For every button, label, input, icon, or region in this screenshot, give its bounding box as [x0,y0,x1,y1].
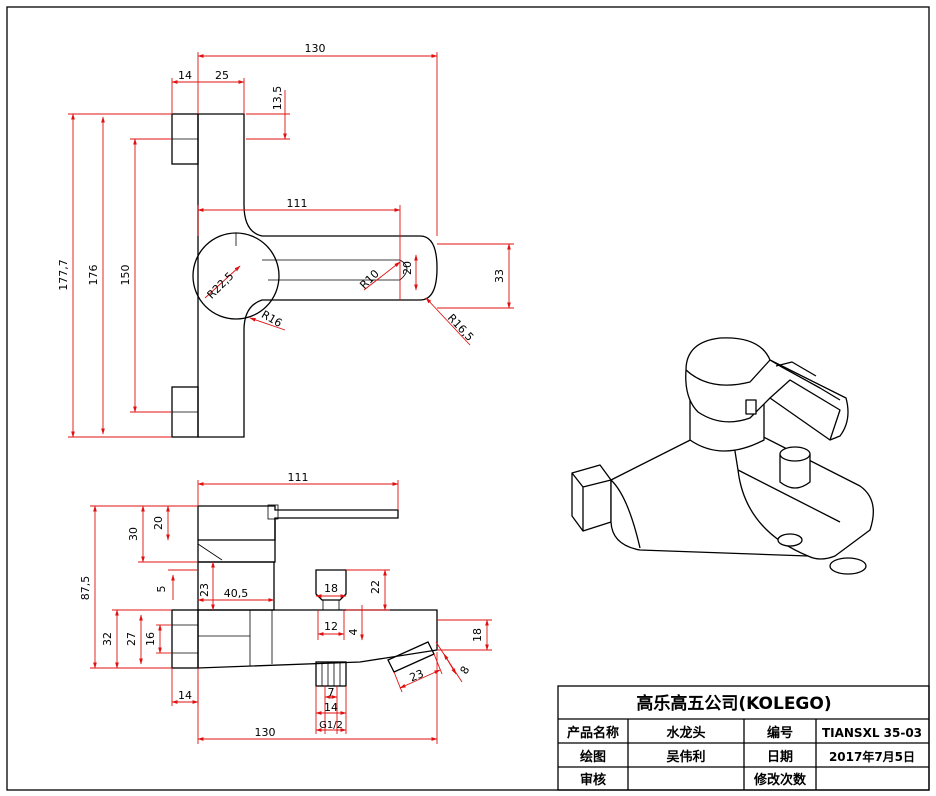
dim-top-25: 25 [215,69,229,82]
dim-top-176: 176 [87,265,100,286]
number-value: TIANSXL 35-03 [822,726,922,740]
dim-side-14-foot: 14 [178,689,192,702]
drawn-label: 绘图 [580,749,606,765]
dim-side-87-5: 87,5 [79,576,92,601]
dim-side-16: 16 [144,632,157,646]
number-label: 编号 [767,725,793,741]
top-view [171,113,438,438]
top-body-outline [197,113,438,438]
dim-side-12: 12 [324,620,338,633]
dim-side-18-right: 18 [471,628,484,642]
dim-side-32: 32 [101,632,114,646]
side-view [171,504,438,687]
product-label: 产品名称 [567,725,619,741]
dim-side-30: 30 [127,527,140,541]
dim-side-20: 20 [152,516,165,530]
dim-side-8: 8 [458,664,473,677]
dim-top-111: 111 [287,197,308,210]
dim-top-13-5: 13,5 [271,86,284,111]
top-view-dimensions: 130 14 25 13,5 111 177,7 176 150 R22,5 [57,42,514,438]
dim-top-150: 150 [119,265,132,286]
dim-tip-33: 33 [493,269,506,283]
dim-r10: R10 [357,267,381,291]
dim-r22-5: R22,5 [205,270,237,302]
dim-side-22: 22 [369,580,382,594]
dim-r16: R16 [259,308,284,330]
side-handle [197,505,399,541]
iso-outlet [829,557,867,575]
drawn-value: 吴伟利 [666,749,705,765]
side-nut [171,609,199,669]
dim-top-14: 14 [178,69,192,82]
spout-slot [262,259,408,281]
dim-side-14-pipe: 14 [324,701,338,714]
isometric-view [571,337,874,575]
iso-button [779,453,811,489]
dim-side-23: 23 [198,583,211,597]
dim-top-177-7: 177,7 [57,259,70,291]
dim-side-27: 27 [125,632,138,646]
dim-side-5: 5 [155,586,168,593]
date-label: 日期 [767,750,793,765]
iso-nut [571,464,612,532]
date-value: 2017年7月5日 [829,749,915,764]
dim-side-23-outlet: 23 [408,667,426,684]
dim-side-g12: G1/2 [319,720,343,731]
dim-side-7: 7 [328,686,335,699]
dim-r16-5: R16,5 [445,311,476,343]
side-outlet [387,641,435,673]
dim-side-18-button: 18 [324,582,338,595]
side-pipe [315,661,347,687]
side-view-dimensions: 111 87,5 30 20 5 23 40,5 18 22 [79,471,492,744]
side-body [197,609,438,669]
revision-label: 修改次数 [753,772,807,788]
dim-side-4: 4 [347,629,360,636]
dim-side-40-5: 40,5 [224,587,249,600]
dim-spout-20: 20 [401,261,414,275]
product-value: 水龙头 [666,725,705,741]
dim-side-130: 130 [255,726,276,739]
sheet-border [6,6,930,791]
dim-side-111: 111 [288,471,309,484]
review-label: 审核 [580,772,606,788]
company-name: 高乐高五公司(KOLEGO) [636,693,831,714]
iso-handle [685,337,849,441]
dim-top-130: 130 [305,42,326,55]
title-block: 高乐高五公司(KOLEGO) 产品名称 水龙头 编号 TIANSXL 35-03… [557,685,930,791]
